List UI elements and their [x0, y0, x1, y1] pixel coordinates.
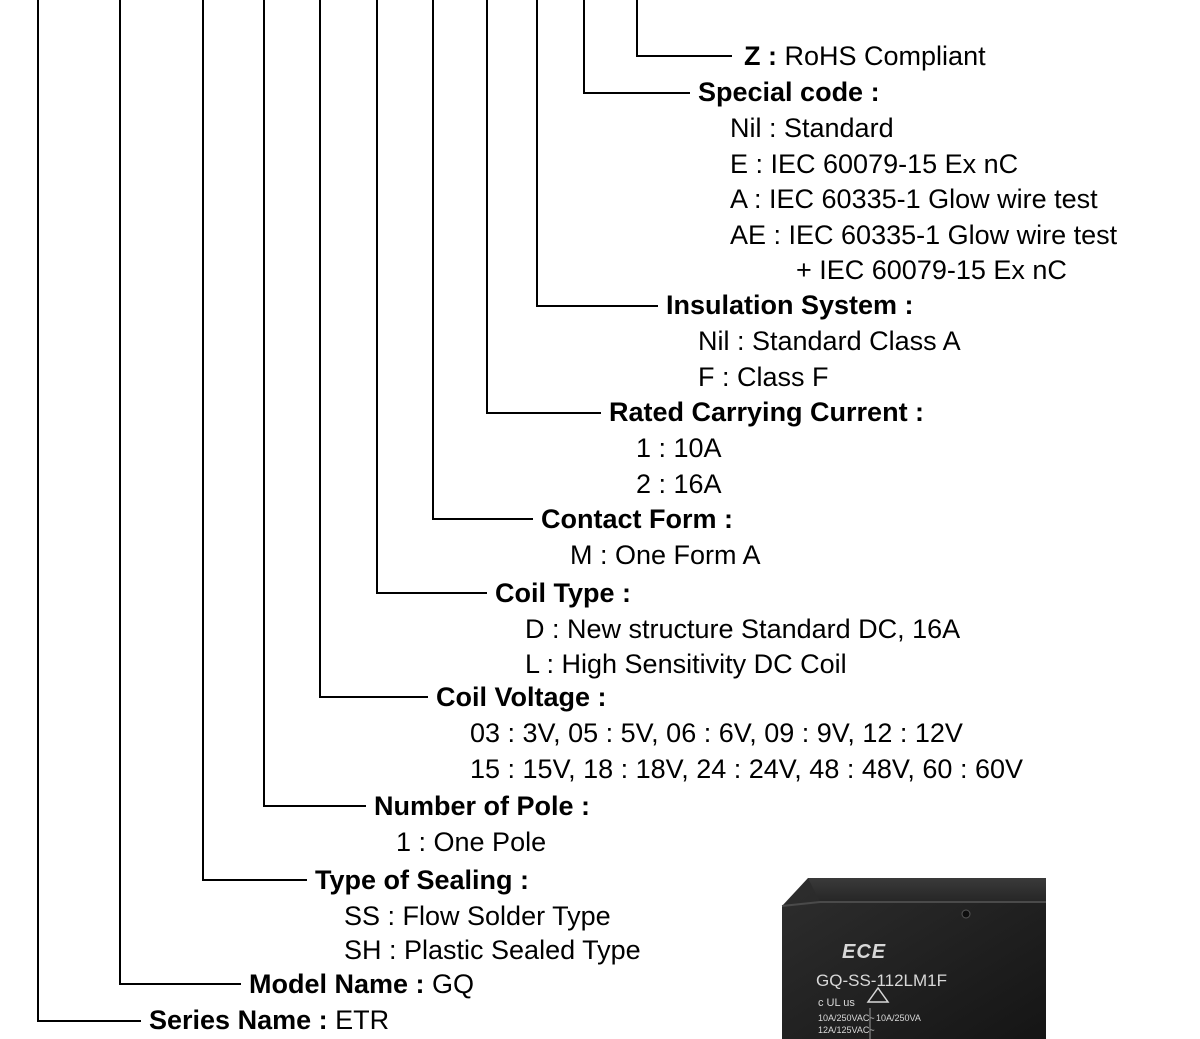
relay-top-face: [808, 878, 1046, 902]
coil-voltage-heading: Coil Voltage :: [436, 682, 607, 712]
special-code-item: Nil : Standard: [730, 113, 894, 143]
coil-type-item: D : New structure Standard DC, 16A: [525, 614, 961, 644]
rated-carrying-current-item: 1 : 10A: [636, 433, 722, 463]
type-of-sealing-item: SH : Plastic Sealed Type: [344, 935, 641, 965]
special-code-item: A : IEC 60335-1 Glow wire test: [730, 184, 1098, 214]
relay-part-number: GQ-SS-112LM1F: [816, 971, 947, 990]
relay-vent-hole: [961, 909, 971, 919]
insulation-system-heading: Insulation System :: [666, 290, 914, 320]
relay-rating-right: 10A/250VA: [876, 1013, 921, 1023]
special-code-item: AE : IEC 60335-1 Glow wire test: [730, 220, 1118, 250]
series-name-option: Series Name : ETR: [149, 1004, 389, 1037]
insulation-system-item: F : Class F: [698, 362, 829, 392]
relay-rating-1: 10A/250VAC~: [818, 1013, 875, 1023]
relay-rating-2: 12A/125VAC~: [818, 1025, 875, 1035]
rated-carrying-current-heading: Rated Carrying Current :: [609, 397, 925, 427]
type-of-sealing-item: SS : Flow Solder Type: [344, 901, 611, 931]
coil-voltage-item: 03 : 3V, 05 : 5V, 06 : 6V, 09 : 9V, 12 :…: [470, 718, 963, 748]
insulation-system-item: Nil : Standard Class A: [698, 326, 961, 356]
special-code-item: + IEC 60079-15 Ex nC: [796, 255, 1067, 285]
rohs-option: Z : RoHS Compliant: [744, 40, 986, 73]
contact-form-item: M : One Form A: [570, 540, 761, 570]
rohs-label: RoHS Compliant: [784, 41, 986, 71]
series-name-heading: Series Name :: [149, 1005, 328, 1035]
type-of-sealing-heading: Type of Sealing :: [315, 865, 530, 895]
series-name-value: ETR: [335, 1005, 390, 1035]
special-code-item: E : IEC 60079-15 Ex nC: [730, 149, 1019, 179]
coil-type-item: L : High Sensitivity DC Coil: [525, 649, 847, 679]
relay-logo: ECE: [842, 941, 886, 963]
rohs-code: Z :: [744, 41, 777, 71]
number-of-pole-heading: Number of Pole :: [374, 791, 591, 821]
number-of-pole-item: 1 : One Pole: [396, 827, 547, 857]
relay-cert-mark: c UL us: [818, 997, 855, 1009]
model-name-heading: Model Name :: [249, 969, 425, 999]
contact-form-heading: Contact Form :: [541, 504, 733, 534]
coil-voltage-item: 15 : 15V, 18 : 18V, 24 : 24V, 48 : 48V, …: [470, 754, 1023, 784]
rated-carrying-current-item: 2 : 16A: [636, 469, 722, 499]
warning-triangle-icon: [866, 986, 890, 1003]
model-name-value: GQ: [432, 969, 475, 999]
coil-type-heading: Coil Type :: [495, 578, 632, 608]
special-code-heading: Special code :: [698, 77, 880, 107]
model-name-option: Model Name : GQ: [249, 968, 474, 1001]
relay-body: [782, 878, 1046, 1039]
